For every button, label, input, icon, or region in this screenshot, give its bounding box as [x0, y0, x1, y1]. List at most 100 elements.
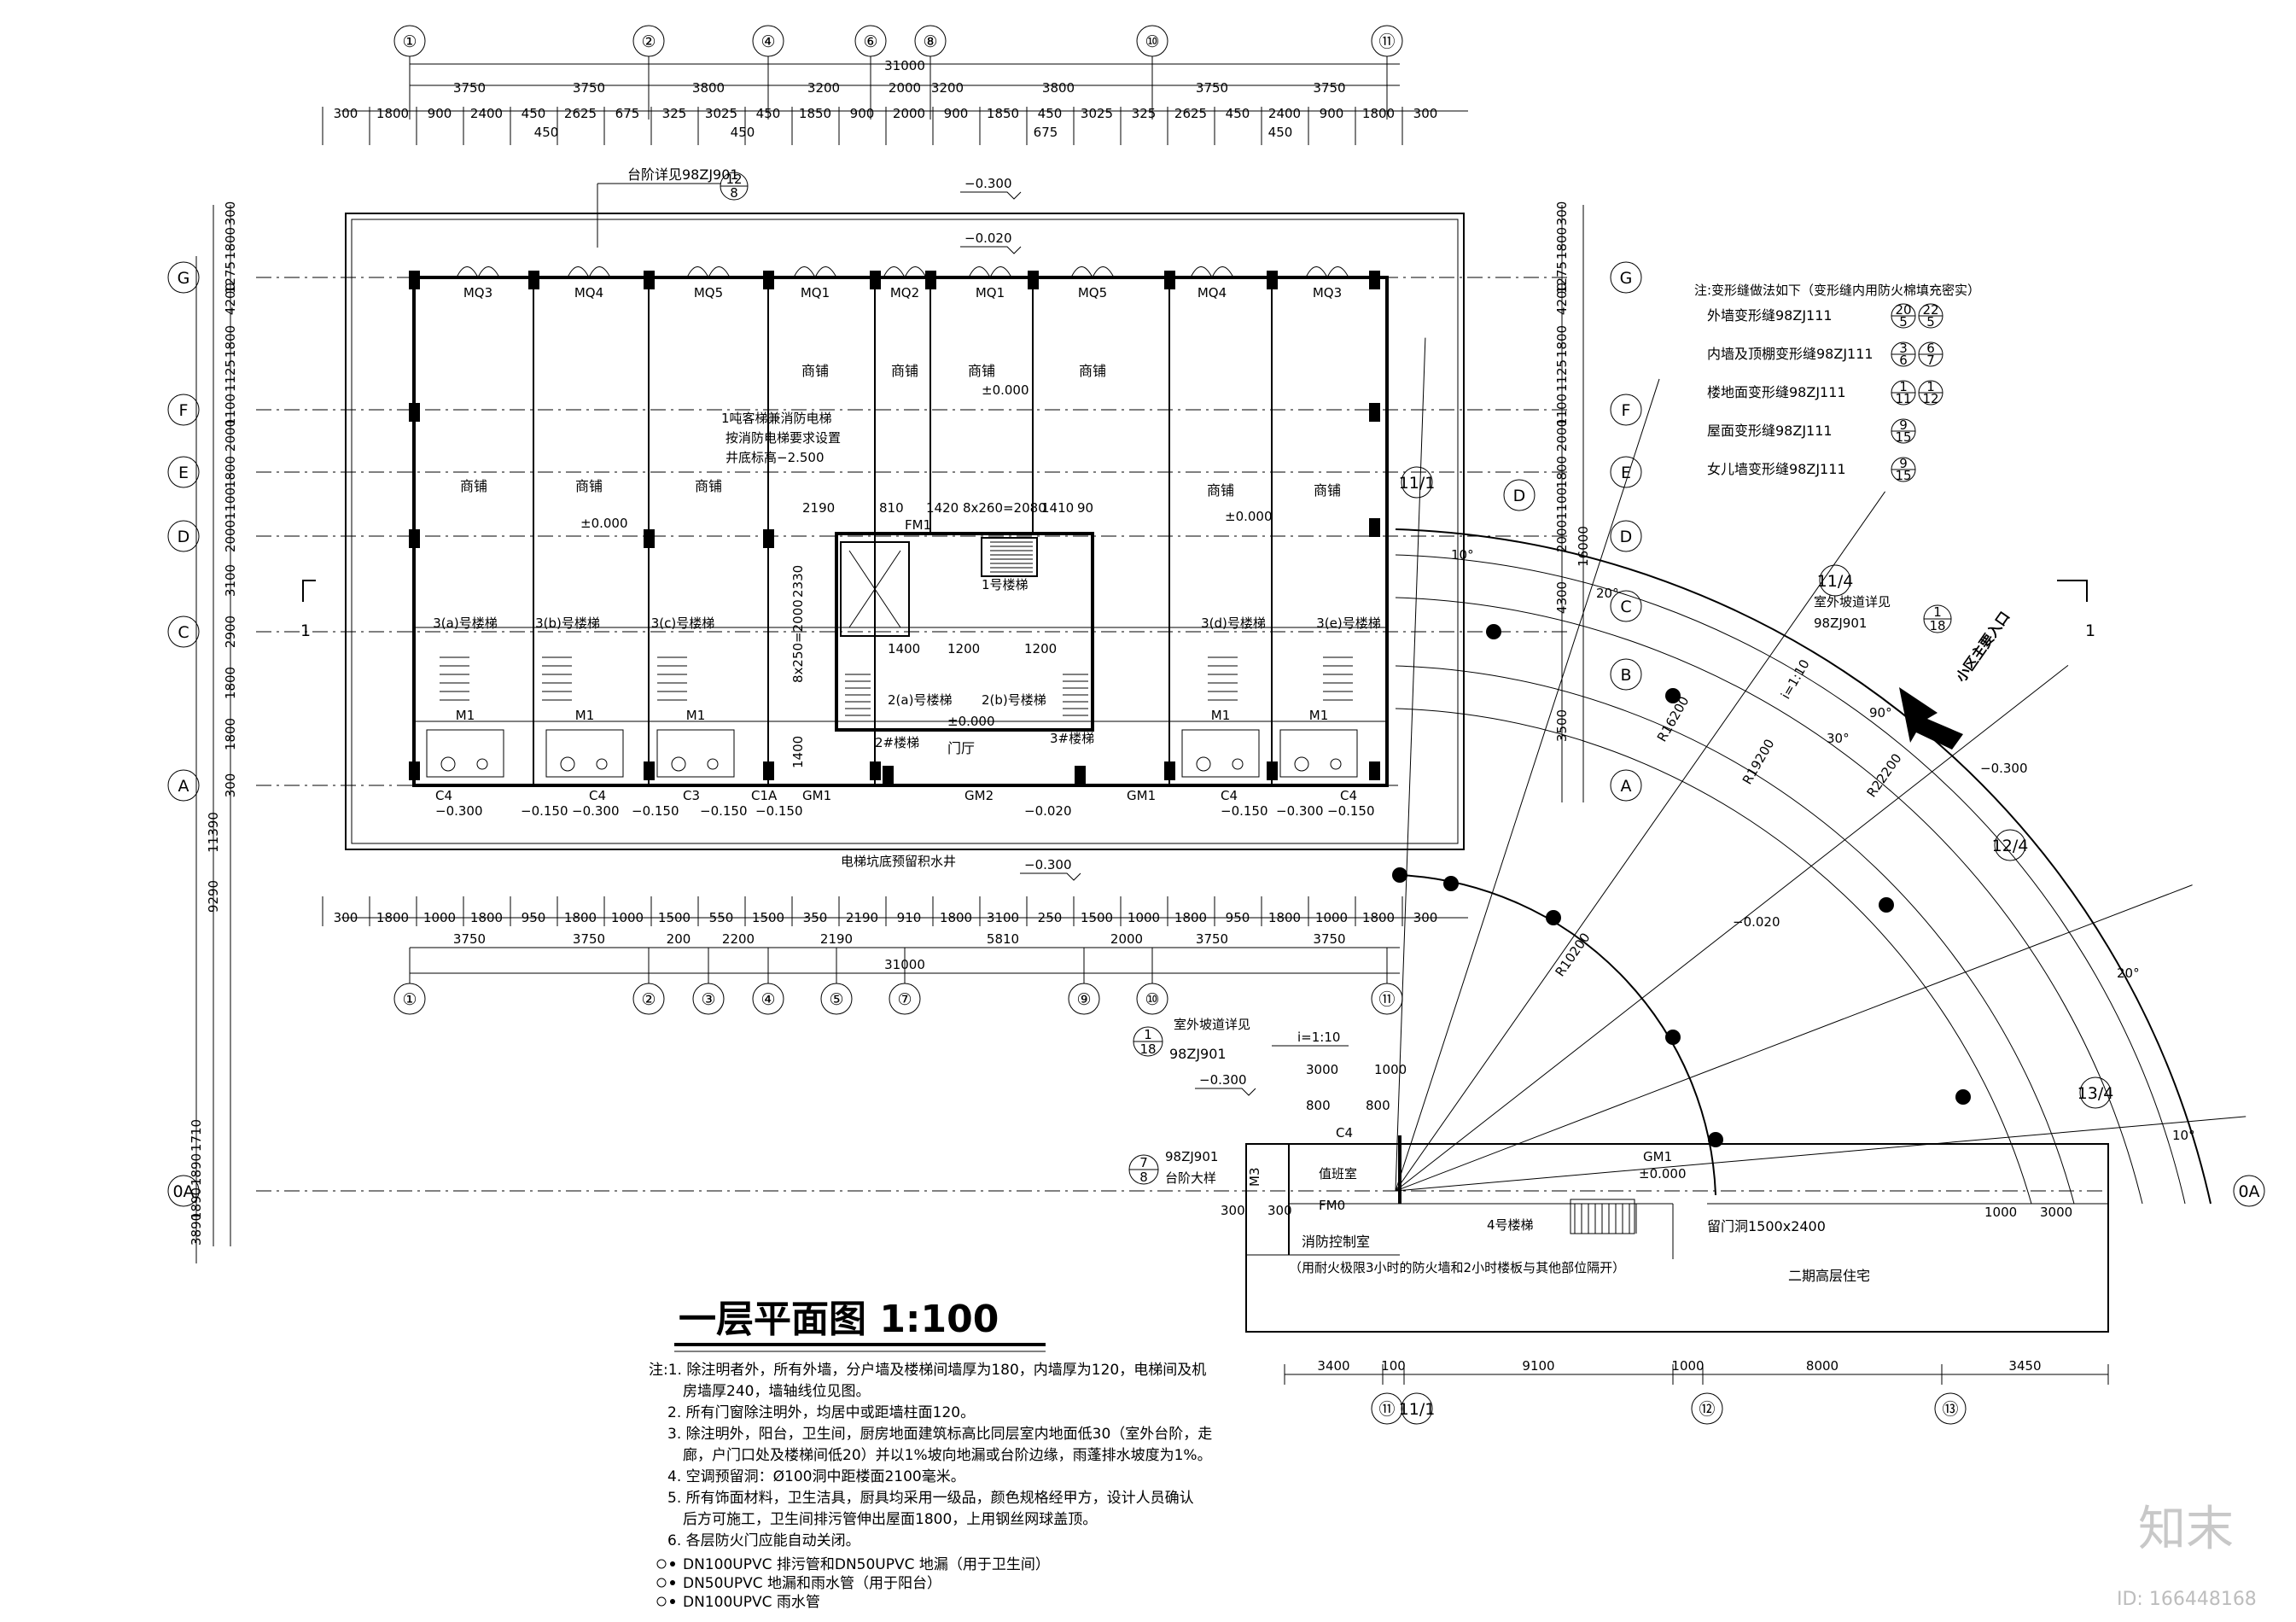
arc-axis-4: A [1610, 769, 1642, 802]
right-dim-13: 16000 [1576, 526, 1591, 567]
left-axis-5: A [167, 769, 200, 802]
svg-text:11/1: 11/1 [1399, 1400, 1436, 1419]
legend-1: DN50UPVC 地漏和雨水管（用于阳台） [683, 1575, 941, 1592]
top-row3-20: 2400 [1268, 106, 1301, 121]
svg-text:D: D [1620, 528, 1633, 546]
c4-lower: C4 [1336, 1125, 1353, 1141]
shop-8: 商铺 [1314, 482, 1341, 499]
bottom-axis-3: ④ [752, 983, 784, 1015]
watermark-id: ID: 166448168 [2117, 1589, 2257, 1610]
ramp-slope: i=1:10 [1297, 1030, 1340, 1045]
legend-notes: DN100UPVC 排污管和DN50UPVC 地漏（用于卫生间）DN50UPVC… [656, 1556, 1050, 1611]
elev-top2: −0.020 [964, 230, 1012, 246]
elevator-note-line1: 1吨客梯兼消防电梯 [721, 411, 832, 426]
top-total-dim: 31000 [884, 58, 925, 73]
entrance-label: 小区主要入口 [1953, 609, 2013, 686]
bottom-axis-0: ① [393, 983, 426, 1015]
unit-stair-1: 3(b)号楼梯 [535, 616, 600, 631]
lower-dim-1: 100 [1381, 1358, 1406, 1374]
pit-note: 电梯坑底预留积水井 [841, 854, 956, 869]
front-win-8: C4 [1340, 788, 1357, 803]
left-dim-4: 1800 [223, 325, 238, 358]
m3-label: M3 [1247, 1168, 1262, 1187]
right-dim-11: 4300 [1554, 581, 1570, 614]
bot-row1-23: 300 [1413, 910, 1438, 925]
top-row3b-3: 450 [1268, 125, 1293, 140]
left-dim-21: 3890 [189, 1213, 204, 1246]
front-win-2: C3 [683, 788, 700, 803]
front-win-5: GM2 [964, 788, 994, 803]
front-win-6: GM1 [1127, 788, 1156, 803]
arc-axis-2: C [1610, 590, 1642, 622]
bot-row1-0: 300 [334, 910, 358, 925]
top-dim-7: 3750 [1196, 80, 1228, 96]
left-dim-17: 9290 [206, 880, 221, 913]
stair-3s: 3#楼梯 [1050, 731, 1094, 746]
bot-row2-5: 5810 [987, 931, 1019, 947]
step-big: 台阶大样 [1165, 1170, 1216, 1186]
top-axis-6: ⑪ [1371, 25, 1403, 57]
door-0: MQ3 [463, 285, 492, 300]
shop-0: 商铺 [801, 363, 829, 379]
arc-ramp-code: 98ZJ901 [1814, 616, 1867, 631]
svg-text:⑬: ⑬ [1942, 1400, 1958, 1419]
arc-ramp-ref: 室外坡道详见 [1814, 594, 1891, 610]
left-dim-6: 1100 [223, 394, 238, 426]
svg-text:⑪: ⑪ [1378, 32, 1395, 51]
joint-item-2: 楼地面变形缝98ZJ111 [1707, 384, 1846, 400]
top-row3-19: 450 [1226, 106, 1250, 121]
core-dim-6: 1400 [888, 641, 920, 656]
bot-row1-1: 1800 [376, 910, 409, 925]
shop-7: 商铺 [1207, 482, 1234, 499]
stair-4: 4号楼梯 [1487, 1217, 1534, 1233]
fire-control-room: 消防控制室 [1302, 1234, 1370, 1250]
bottom-axis-6: ⑨ [1068, 983, 1100, 1015]
elev-front: −0.020 [1024, 803, 1072, 819]
top-axis-0: ① [393, 25, 426, 57]
core-dim-8: 1200 [1024, 641, 1057, 656]
bot-row1-3: 1800 [470, 910, 503, 925]
right-dim-8: 1800 [1554, 456, 1570, 488]
lower-dim-3: 1000 [1671, 1358, 1704, 1374]
svg-text:⑪: ⑪ [1378, 1400, 1395, 1419]
bot-row1-4: 950 [522, 910, 546, 925]
svg-text:⑫: ⑫ [1699, 1400, 1715, 1419]
left-axis-2: E [167, 456, 200, 488]
left-dim-3: 4200 [223, 283, 238, 315]
left-dim-10: 2000 [223, 520, 238, 552]
angle-1: 10° [1451, 547, 1474, 563]
svg-text:F: F [179, 401, 189, 420]
step-detail: 台阶详见98ZJ901 [627, 166, 739, 183]
svg-text:④: ④ [760, 990, 775, 1009]
svg-text:⑨: ⑨ [1076, 990, 1091, 1009]
svg-text:0A: 0A [2238, 1182, 2259, 1201]
hall-elev: ±0.000 [947, 714, 995, 729]
top-row3-6: 675 [615, 106, 640, 121]
svg-text:12/4: 12/4 [1992, 837, 2029, 855]
bot-row1-10: 350 [803, 910, 828, 925]
general-note-8: 6. 各层防火门应能自动关闭。 [667, 1532, 860, 1549]
lower-dim-2: 9100 [1522, 1358, 1554, 1374]
svg-text:5: 5 [1926, 314, 1935, 330]
br-dim-6: 300 [1221, 1203, 1245, 1218]
svg-text:22: 22 [1922, 302, 1938, 318]
door-4: MQ2 [890, 285, 919, 300]
svg-text:⑥: ⑥ [863, 32, 877, 51]
unit-stair-2: 3(c)号楼梯 [651, 616, 715, 631]
front-elev-1: −0.150 [521, 803, 568, 819]
shop-6: 商铺 [695, 478, 722, 494]
svg-text:①: ① [402, 990, 417, 1009]
svg-text:1: 1 [1899, 379, 1908, 394]
top-row3-0: 300 [334, 106, 358, 121]
general-note-6: 5. 所有饰面材料，卫生洁具，厨具均采用一级品，颜色规格经甲方，设计人员确认 [667, 1490, 1194, 1507]
top-dim-2: 3800 [692, 80, 725, 96]
br-dim-4: 1000 [1374, 1062, 1407, 1077]
svg-text:13/4: 13/4 [2077, 1084, 2114, 1103]
elev-shop2: ±0.000 [580, 516, 628, 531]
stair-2b: 2(b)号楼梯 [982, 692, 1046, 708]
left-dim-0: 300 [223, 201, 238, 226]
left-dim-5: 1125 [223, 359, 238, 392]
bottom-axis-4: ⑤ [820, 983, 853, 1015]
